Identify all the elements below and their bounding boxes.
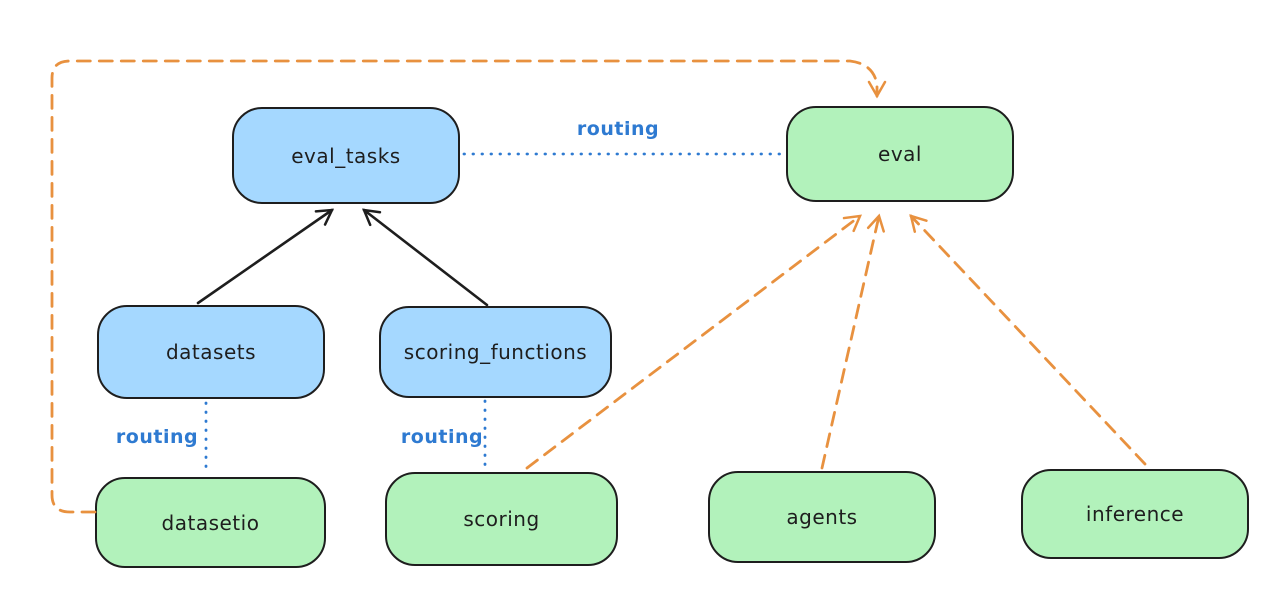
edge-inference-to-eval [909,214,1147,466]
node-agents: agents [708,471,936,563]
node-datasets: datasets [97,305,325,399]
routing-label-eval-tasks-eval: routing [576,118,660,140]
node-eval-label: eval [878,142,922,166]
routing-label-scoring-functions-scoring: routing [400,426,484,448]
node-inference-label: inference [1085,502,1185,526]
node-datasetio-label: datasetio [161,510,260,535]
node-eval: eval [786,106,1014,202]
edge-agents-to-eval [820,213,885,470]
node-datasets-label: datasets [165,340,257,364]
node-eval-tasks-label: eval_tasks [291,143,401,168]
node-scoring-label: scoring [463,507,540,531]
node-eval-tasks: eval_tasks [232,107,460,204]
edge-scoring-functions-to-eval-tasks [362,208,489,307]
node-scoring-functions: scoring_functions [379,306,612,398]
node-inference: inference [1021,469,1249,559]
edge-datasets-to-eval-tasks [196,208,335,305]
node-scoring: scoring [385,472,618,566]
node-datasetio: datasetio [95,477,326,568]
node-scoring-functions-label: scoring_functions [403,340,588,364]
routing-label-datasets-datasetio: routing [115,426,199,448]
node-agents-label: agents [786,505,858,529]
